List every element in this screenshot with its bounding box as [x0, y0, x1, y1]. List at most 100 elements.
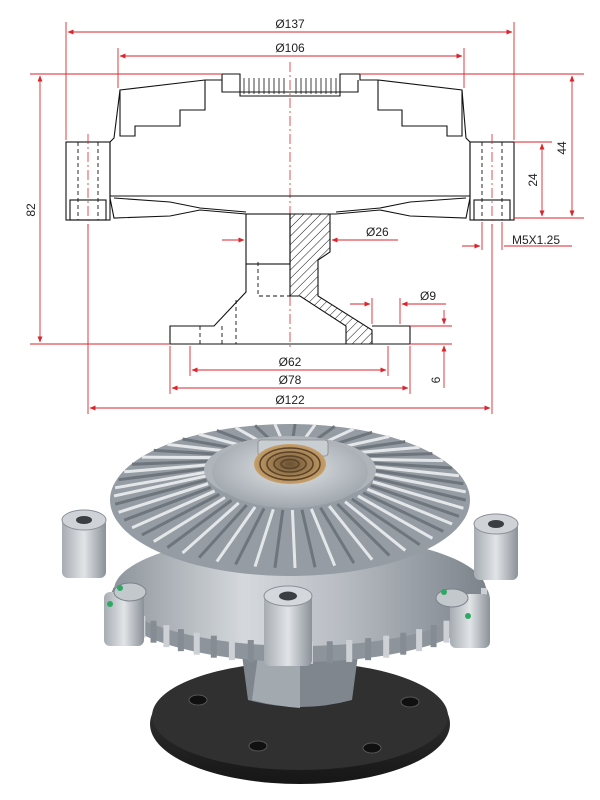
flange-hole-icon — [362, 742, 382, 754]
dome-fin — [363, 457, 444, 463]
dim-label-h6: 6 — [429, 376, 443, 383]
dome-fin — [366, 487, 453, 526]
dome-fin — [131, 459, 215, 466]
bolt-hole-icon — [76, 516, 92, 524]
dim-h24: 24 — [514, 141, 552, 217]
dim-label-d137: Ø137 — [275, 17, 305, 31]
dim-h82: 82 — [24, 73, 222, 345]
dim-d122: Ø122 — [87, 224, 493, 414]
dome-fin — [118, 482, 209, 514]
dome-fins — [113, 423, 467, 569]
dome-fin — [373, 472, 466, 494]
dim-label-h44: 44 — [555, 141, 569, 155]
green-mark-icon — [465, 613, 471, 619]
dome-fin — [215, 506, 257, 563]
dim-d78: Ø78 — [169, 346, 411, 394]
assembly-bolt-right — [435, 588, 471, 619]
dome-fin — [114, 470, 207, 490]
dim-label-d122: Ø122 — [275, 393, 305, 407]
dome-fin — [124, 463, 212, 474]
dome-fin — [300, 509, 317, 568]
lower-fin — [326, 641, 333, 664]
bimetal-spring-icon — [254, 444, 326, 484]
dome-fin — [131, 489, 216, 530]
dome-fin — [344, 500, 407, 552]
lower-fin — [193, 632, 200, 655]
dome-fin — [362, 491, 444, 533]
mounting-boss-right-low — [450, 594, 490, 648]
dim-d9: Ø9 — [350, 289, 446, 324]
dome-fin — [373, 476, 467, 502]
lower-fin — [247, 640, 254, 663]
dome-fin — [372, 468, 464, 486]
dim-d26: Ø26 — [222, 225, 398, 243]
dim-label-d26: Ø26 — [366, 225, 389, 239]
dome-fin — [290, 509, 297, 569]
dim-d106: Ø106 — [117, 41, 465, 88]
hatched-section — [289, 213, 373, 345]
product-photo — [61, 423, 519, 784]
lower-fin — [365, 638, 372, 661]
body-lower-left — [113, 197, 247, 213]
assembly-bolt-left — [107, 582, 147, 607]
body-lower-right — [335, 197, 467, 213]
green-mark-icon — [441, 589, 447, 595]
dome-fin — [370, 484, 460, 518]
body-step-right — [377, 80, 463, 137]
mounting-boss-right — [473, 513, 519, 580]
dome-fin — [309, 508, 337, 567]
dome-fin — [118, 466, 209, 482]
bolt-hole-icon — [279, 591, 297, 601]
lower-fin — [400, 632, 407, 655]
lower-fin — [210, 635, 217, 658]
lower-fin — [416, 629, 423, 652]
lower-fin — [443, 620, 450, 643]
dome-fin — [328, 505, 374, 561]
flange-hole-icon — [248, 740, 268, 752]
dome-fin — [113, 474, 207, 498]
dome-fin — [372, 480, 464, 510]
dome-fin — [166, 499, 233, 549]
dome-fin — [357, 494, 434, 540]
lower-fin — [228, 638, 235, 661]
lower-fin — [150, 620, 157, 643]
mounting-boss-front — [263, 585, 313, 666]
dome-fin — [370, 464, 460, 478]
dim-label-d62: Ø62 — [279, 355, 302, 369]
lower-fin — [177, 629, 184, 652]
dim-label-h24: 24 — [526, 173, 540, 187]
right-mounting-lug — [469, 134, 515, 228]
mounting-boss-left — [61, 509, 107, 578]
dome-fin — [153, 448, 226, 456]
flange-hole-icon — [188, 694, 208, 706]
dim-h44: 44 — [360, 73, 584, 219]
top-fins — [243, 78, 337, 94]
lower-fin — [346, 640, 353, 663]
lower-fin — [163, 625, 170, 648]
dim-label-d9: Ø9 — [420, 289, 436, 303]
body-step-left — [119, 80, 206, 137]
left-mounting-lug — [65, 134, 111, 228]
dome-fin — [123, 486, 212, 522]
lower-fin — [383, 635, 390, 658]
shaft-section — [169, 213, 411, 345]
dome-fin — [357, 452, 433, 458]
dome-fin — [319, 506, 356, 564]
dome-fin — [234, 507, 266, 566]
dim-d137: Ø137 — [65, 17, 515, 140]
dome-fin — [181, 501, 240, 555]
dome-fin — [367, 461, 453, 470]
dim-label-d106: Ø106 — [275, 41, 305, 55]
dim-label-thread: M5X1.25 — [512, 233, 560, 247]
dim-thread: M5X1.25 — [462, 222, 572, 250]
dim-label-h82: 82 — [24, 203, 38, 217]
dome-fin — [253, 508, 275, 568]
flange-hole-icon — [400, 696, 420, 708]
body-top-groove — [221, 80, 359, 93]
dome-fin — [141, 455, 220, 460]
dome-fin — [336, 502, 391, 557]
dim-h6: 6 — [410, 310, 452, 388]
lower-fin — [430, 625, 437, 648]
dome-fin — [198, 504, 248, 559]
